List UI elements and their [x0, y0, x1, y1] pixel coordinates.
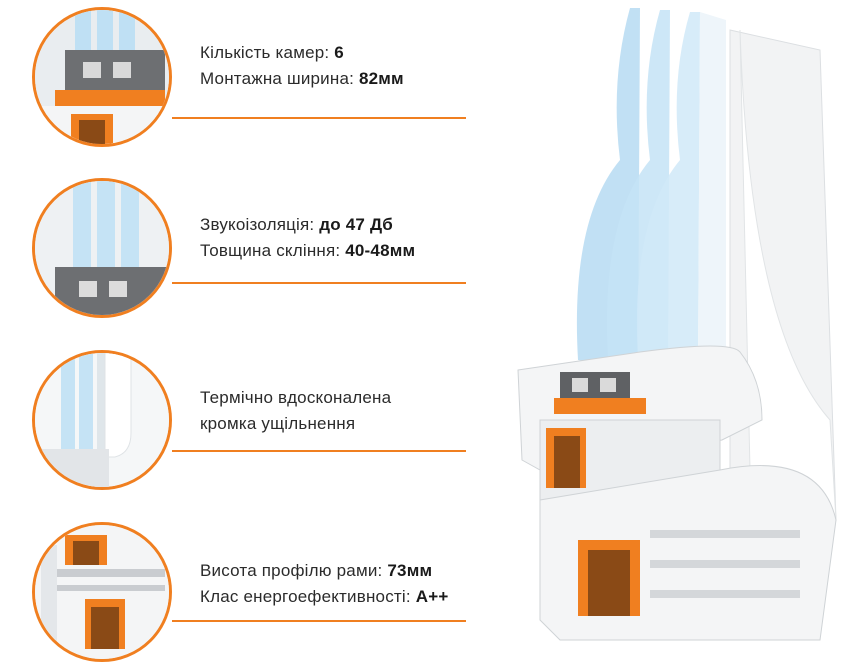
seal-edge-icon — [32, 350, 172, 490]
label: Термічно вдосконалена — [200, 388, 392, 407]
value: 82мм — [358, 69, 404, 88]
window-profile-icon — [500, 0, 849, 667]
value: 73мм — [387, 561, 433, 580]
feature-text: Термічно вдосконалена кромка ущільнення — [200, 385, 391, 437]
feature-text: Звукоізоляція: до 47 Дб Товщина скління:… — [200, 212, 415, 264]
label: Звукоізоляція: — [200, 215, 320, 234]
feature-text: Кількість камер: 6 Монтажна ширина: 82мм — [200, 40, 404, 92]
label: Висота профілю рами: — [200, 561, 388, 580]
divider-line — [172, 620, 466, 622]
feature-text: Висота профілю рами: 73мм Клас енергоефе… — [200, 558, 448, 610]
value: 6 — [334, 43, 344, 62]
value: 40-48мм — [345, 241, 416, 260]
divider-line — [172, 450, 466, 452]
divider-line — [172, 117, 466, 119]
label: кромка ущільнення — [200, 414, 356, 433]
divider-line — [172, 282, 466, 284]
label: Клас енергоефективності: — [200, 587, 416, 606]
label: Кількість камер: — [200, 43, 335, 62]
profile-chambers-icon — [32, 7, 172, 147]
label: Монтажна ширина: — [200, 69, 359, 88]
glass-unit-icon — [32, 178, 172, 318]
label: Товщина скління: — [200, 241, 346, 260]
value: до 47 Дб — [319, 215, 394, 234]
frame-section-icon — [32, 522, 172, 662]
value: A++ — [415, 587, 449, 606]
